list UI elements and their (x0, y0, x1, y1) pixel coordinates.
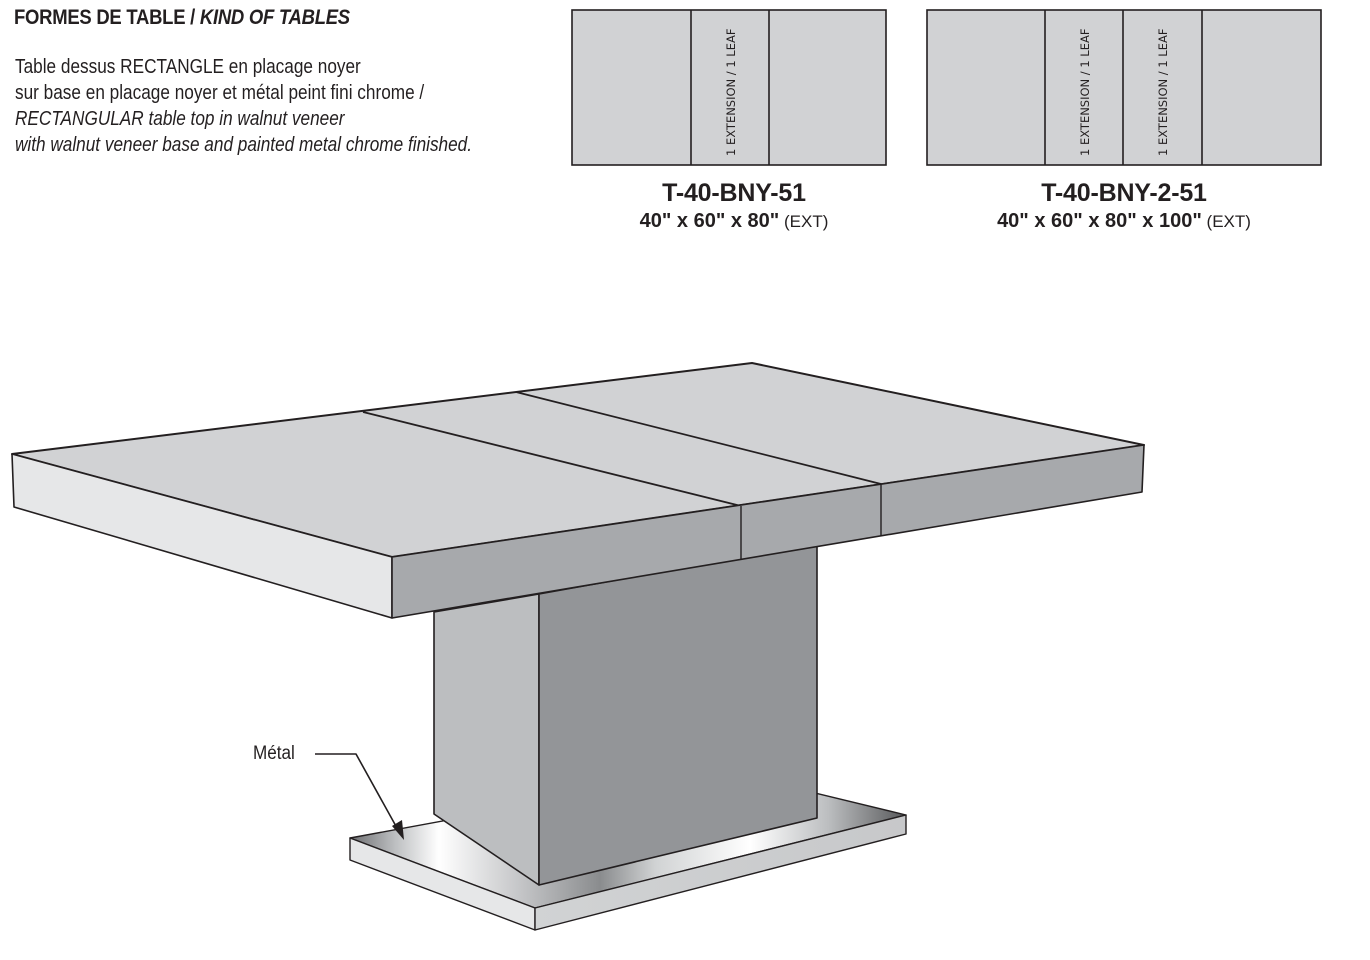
model-code: T-40-BNY-2-51 (1041, 179, 1207, 207)
callout-arrowhead (392, 820, 404, 840)
model-dimensions: 40" x 60" x 80" (EXT) (572, 208, 896, 235)
extension-note: (EXT) (779, 212, 829, 231)
leaf-label: 1 EXTENSION / 1 LEAF (724, 29, 738, 156)
product-description: Table dessus RECTANGLE en placage noyer … (15, 54, 472, 158)
leaf-label: 1 EXTENSION / 1 LEAF (1078, 29, 1092, 156)
extension-note: (EXT) (1201, 212, 1251, 231)
dimensions-value: 40" x 60" x 80" x 100" (997, 210, 1202, 232)
metal-callout-label: Métal (253, 743, 295, 764)
title-english: KIND OF TABLES (199, 6, 350, 29)
model-dimensions: 40" x 60" x 80" x 100" (EXT) (927, 208, 1321, 235)
dimensions-value: 40" x 60" x 80" (639, 210, 780, 232)
plan-diagram-t-40-bny-2-51: 1 EXTENSION / 1 LEAF 1 EXTENSION / 1 LEA… (926, 9, 1322, 166)
model-code: T-40-BNY-51 (662, 179, 806, 207)
title-french: FORMES DE TABLE (14, 6, 186, 29)
description-en-line-1: RECTANGULAR table top in walnut veneer (15, 108, 345, 130)
base-plate-front-edge (534, 814, 907, 931)
description-fr-line-2: sur base en placage noyer et métal peint… (15, 82, 425, 104)
title-separator: / (185, 6, 200, 29)
leaf-label: 1 EXTENSION / 1 LEAF (1156, 29, 1170, 156)
model-caption-1: T-40-BNY-51 40" x 60" x 80" (EXT) (572, 178, 896, 235)
tabletop-front-edge (391, 444, 1145, 619)
description-en-line-2: with walnut veneer base and painted meta… (15, 134, 473, 156)
callout-leader-line (315, 753, 398, 829)
table-illustration (11, 362, 1145, 931)
description-fr-line-1: Table dessus RECTANGLE en placage noyer (15, 56, 361, 78)
page-title: FORMES DE TABLE / KIND OF TABLES (14, 6, 350, 30)
plan-diagram-t-40-bny-51: 1 EXTENSION / 1 LEAF (571, 9, 887, 166)
model-caption-2: T-40-BNY-2-51 40" x 60" x 80" x 100" (EX… (927, 178, 1321, 235)
